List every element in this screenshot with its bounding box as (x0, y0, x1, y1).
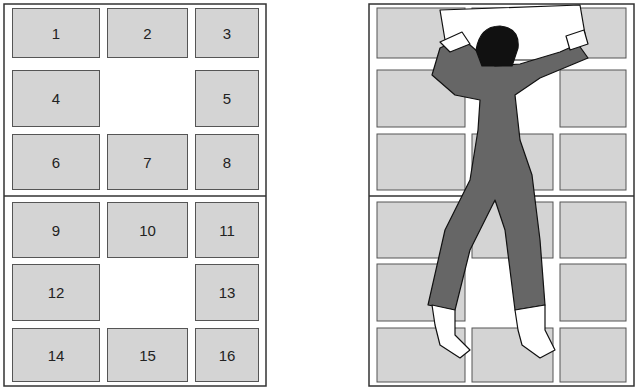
sensor-box: 1 (12, 8, 100, 58)
box-number: 15 (139, 347, 156, 364)
sensor-box: 8 (195, 134, 259, 190)
box-number: 5 (223, 90, 231, 107)
sensor-box: 7 (107, 134, 188, 190)
sensor-box: 16 (195, 328, 259, 382)
box-number: 1 (52, 25, 60, 42)
box-number: 7 (143, 154, 151, 171)
box-number: 10 (139, 222, 156, 239)
sensor-pad (560, 134, 626, 190)
sensor-box: 12 (12, 264, 100, 321)
sensor-box: 10 (107, 202, 188, 258)
sleeping-person (428, 5, 588, 358)
foot (432, 305, 470, 358)
sensor-grid (377, 8, 626, 382)
hand (566, 30, 588, 50)
panel-frame (4, 4, 266, 386)
hand (440, 32, 470, 52)
foot (515, 305, 555, 358)
sensor-box: 5 (195, 70, 259, 127)
head (476, 26, 518, 66)
box-number: 2 (143, 25, 151, 42)
box-number: 11 (219, 222, 235, 239)
sensor-box: 9 (12, 202, 100, 258)
box-number: 14 (48, 347, 65, 364)
sensor-box: 15 (107, 328, 188, 382)
sensor-pad (560, 264, 626, 321)
sensor-pad (560, 70, 626, 127)
sensor-box: 11 (195, 202, 259, 258)
sensor-box: 4 (12, 70, 100, 127)
sensor-box: 14 (12, 328, 100, 382)
body (428, 38, 588, 310)
panel-frame (369, 4, 634, 386)
box-number: 9 (52, 222, 60, 239)
sensor-pad (560, 202, 626, 258)
box-number: 3 (223, 25, 231, 42)
sensor-pad (377, 134, 465, 190)
sensor-pad (560, 328, 626, 382)
box-number: 6 (52, 154, 60, 171)
sensor-box: 3 (195, 8, 259, 58)
box-number: 4 (52, 90, 60, 107)
box-number: 8 (223, 154, 231, 171)
box-number: 13 (219, 284, 236, 301)
box-number: 12 (48, 284, 65, 301)
panel-divider (4, 195, 266, 197)
box-number: 16 (219, 347, 236, 364)
sensor-box: 13 (195, 264, 259, 321)
sensor-box: 6 (12, 134, 100, 190)
sensor-box: 2 (107, 8, 188, 58)
